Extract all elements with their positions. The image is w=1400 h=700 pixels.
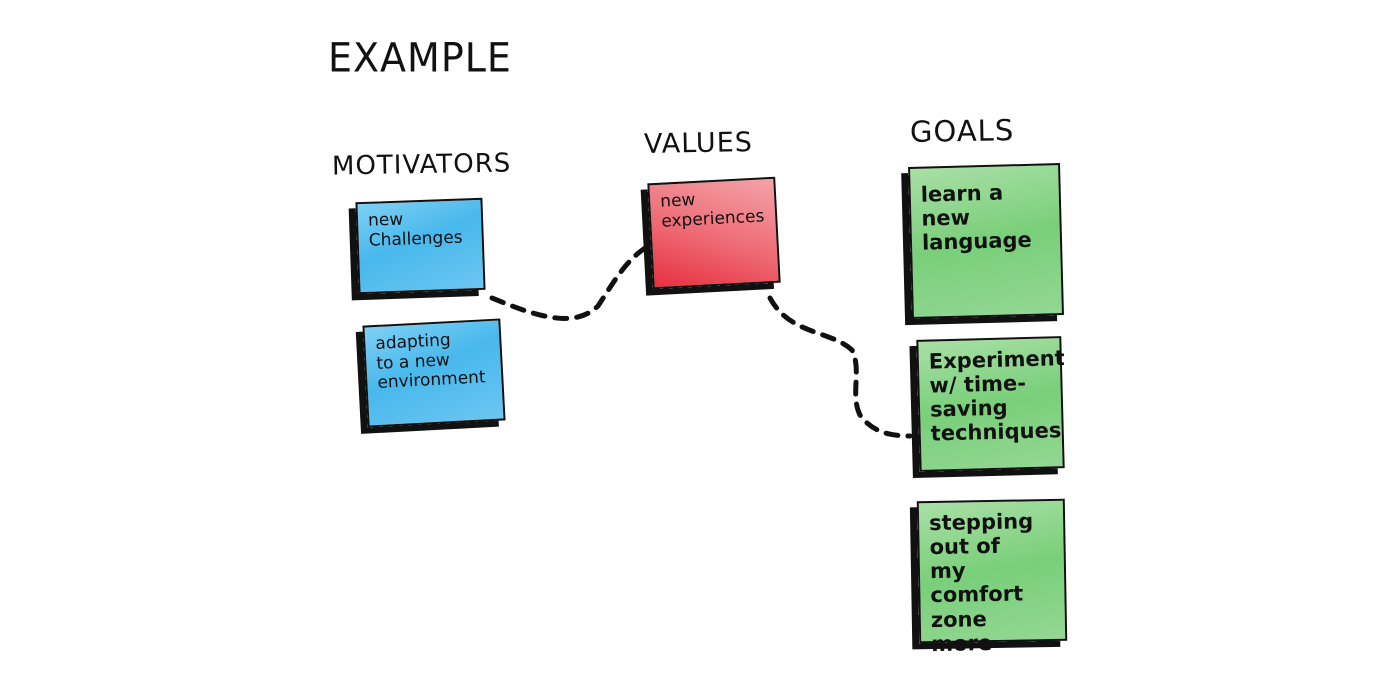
- values-heading: VALUES: [643, 127, 754, 160]
- goal-note-learn-language: learn a new language: [908, 163, 1064, 319]
- motivators-heading: MOTIVATORS: [331, 148, 512, 182]
- value-note-new-experiences: new experiences: [647, 176, 781, 290]
- note-text: adapting to a new environment: [374, 330, 487, 394]
- goal-note-experiment: Experiment w/ time- saving techniques: [916, 336, 1065, 472]
- note-text: stepping out of my comfort zone more: [928, 509, 1034, 656]
- motivator-note-adapting: adapting to a new environment: [362, 318, 506, 428]
- goals-heading: GOALS: [909, 113, 1015, 149]
- note-text: learn a new language: [920, 180, 1033, 255]
- note-text: new Challenges: [367, 209, 463, 251]
- motivator-note-new-challenges: new Challenges: [355, 197, 486, 295]
- note-text: new experiences: [659, 189, 765, 232]
- note-text: Experiment w/ time- saving techniques: [928, 346, 1065, 446]
- connector-value-to-goal: [767, 295, 913, 439]
- page-title: EXAMPLE: [328, 34, 512, 82]
- connector-motivator-to-value: [489, 245, 648, 321]
- goal-note-comfort-zone: stepping out of my comfort zone more: [916, 498, 1068, 656]
